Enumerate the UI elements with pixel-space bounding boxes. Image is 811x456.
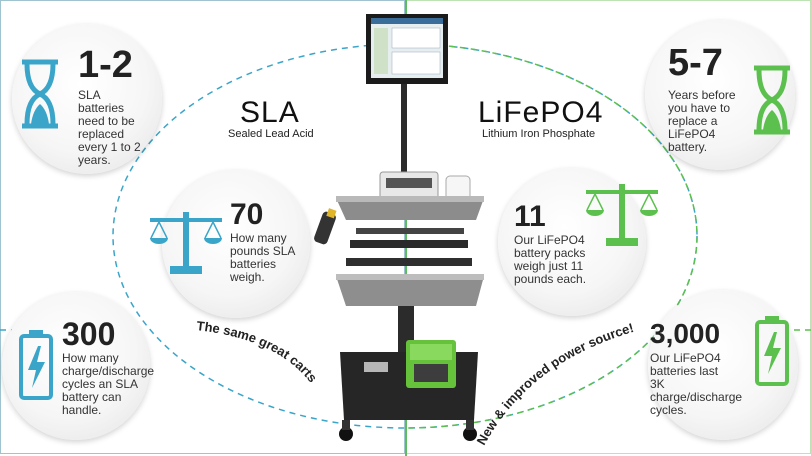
lifepo4-title: LiFePO4	[478, 96, 604, 129]
sla-weight-text: How many pounds SLA batteries weigh.	[230, 231, 295, 284]
sla-lifespan-text: SLA batteries need to be replaced every …	[78, 88, 141, 167]
hourglass-icon	[754, 65, 790, 135]
sla-weight-number: 70	[230, 198, 264, 231]
battery-icon	[19, 330, 53, 400]
hourglass-icon	[22, 59, 58, 129]
lifepo4-cycles-text: Our LiFePO4 batteries last 3K charge/dis…	[650, 351, 743, 417]
lifepo4-subtitle: Lithium Iron Phosphate	[482, 128, 596, 140]
sla-cycles-text: How many charge/discharge cycles an SLA …	[62, 351, 155, 417]
sla-title: SLA	[240, 96, 300, 129]
scale-icon	[150, 212, 222, 274]
lifepo4-lifespan-circle	[645, 20, 795, 170]
sla-cycles-circle	[2, 292, 150, 440]
lifepo4-weight-number: 11	[514, 200, 546, 233]
lifepo4-lifespan-text: Years before you have to replace a LiFeP…	[668, 88, 736, 154]
battery-icon	[755, 316, 789, 386]
lifepo4-weight-text: Our LiFePO4 battery packs weigh just 11 …	[514, 233, 587, 286]
lifepo4-cycles-circle	[648, 290, 798, 440]
scale-icon	[586, 184, 658, 246]
sla-lifespan-circle	[12, 24, 162, 174]
sla-panel	[0, 0, 405, 454]
sla-subtitle: Sealed Lead Acid	[228, 128, 314, 140]
sla-cycles-number: 300	[62, 316, 116, 352]
lifepo4-cycles-number: 3,000	[650, 318, 721, 349]
lifepo4-lifespan-number: 5-7	[668, 42, 723, 84]
sla-lifespan-number: 1-2	[78, 44, 133, 86]
